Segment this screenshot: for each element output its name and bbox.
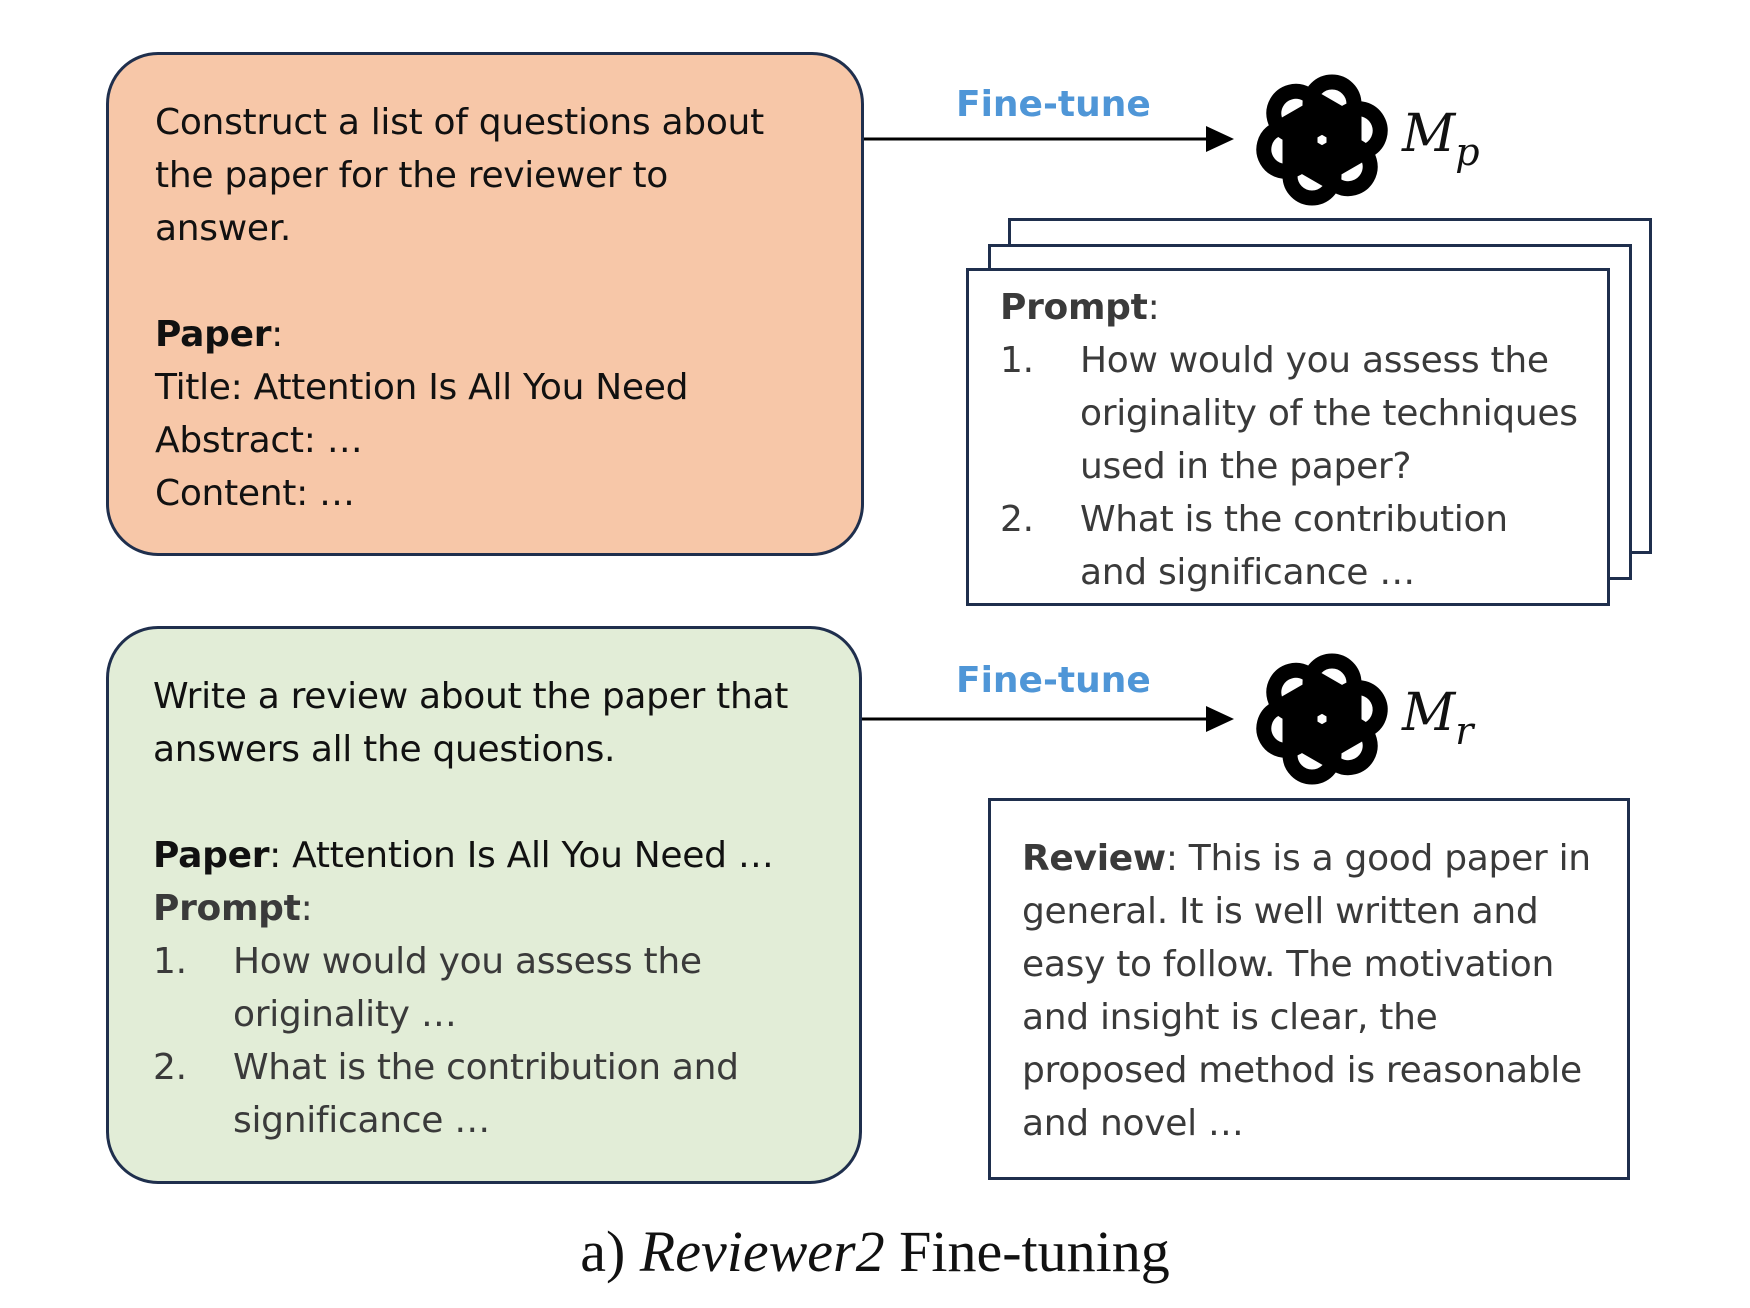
model-label-mr: Mr (1402, 683, 1474, 753)
instruction-line: answers all the questions. (153, 729, 616, 770)
model-label-mp: Mp (1402, 104, 1480, 174)
review-generation-text: Write a review about the paper that answ… (153, 670, 788, 935)
figure-caption: a) Reviewer2 Fine-tuning (580, 1219, 1170, 1284)
prompt-label: Prompt (153, 888, 301, 929)
list-item: 1. How would you assess the originality … (153, 941, 702, 1035)
review-prompt-list: 1. How would you assess the originality … (153, 935, 739, 1147)
paper-title-line: Title: Attention Is All You Need (155, 367, 689, 408)
prompt-card-front (966, 268, 1610, 606)
paper-content-line: Content: … (155, 473, 355, 514)
finetune-arrow-top (864, 126, 1234, 152)
finetune-label-bottom: Fine-tune (956, 660, 1151, 701)
prompt-card-text: Prompt: (1000, 287, 1160, 328)
openai-logo-icon (1256, 82, 1388, 198)
review-generation-input-box (106, 626, 862, 1184)
prompt-label: Prompt (1000, 287, 1148, 328)
instruction-line: the paper for the reviewer to (155, 155, 669, 196)
paper-abstract-line: Abstract: … (155, 420, 363, 461)
list-item: 2. What is the contribution and signific… (153, 1047, 739, 1141)
finetune-label-top: Fine-tune (956, 84, 1151, 125)
question-generation-input-box (106, 52, 864, 556)
instruction-line: Write a review about the paper that (153, 676, 789, 717)
list-item: 1. How would you assess the originality … (1000, 340, 1578, 487)
finetune-arrow-bottom (862, 706, 1234, 732)
openai-logo-icon (1256, 661, 1388, 777)
list-item: 2. What is the contribution and signific… (1000, 499, 1508, 593)
review-output-card (988, 798, 1630, 1180)
instruction-line: Construct a list of questions about (155, 102, 764, 143)
prompt-question-list: 1. How would you assess the originality … (1000, 334, 1578, 599)
question-generation-text: Construct a list of questions about the … (155, 96, 764, 520)
review-output-text: Review: This is a good paper in general.… (1022, 838, 1591, 1144)
review-label: Review (1022, 838, 1166, 879)
instruction-line: answer. (155, 208, 292, 249)
paper-label: Paper (153, 835, 270, 876)
paper-label: Paper (155, 314, 272, 355)
